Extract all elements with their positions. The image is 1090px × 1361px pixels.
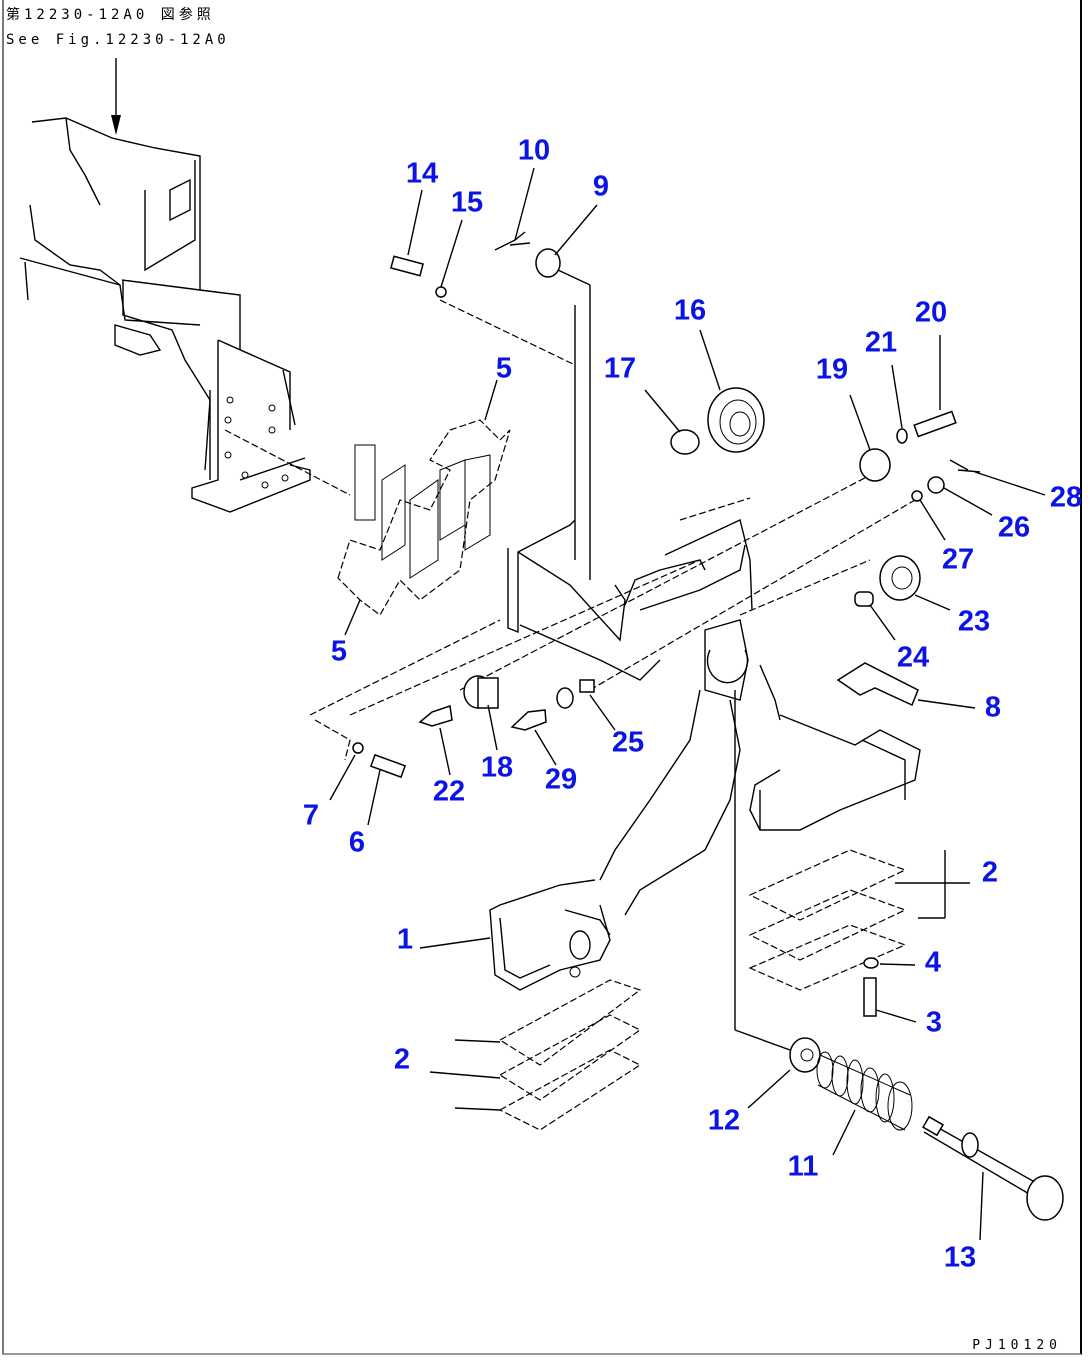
reference-note-jp: 第12230-12A0 図参照 (6, 7, 215, 23)
callout-2: 2 (981, 856, 999, 889)
bolt-14 (390, 189, 424, 277)
main-frame-part (19, 117, 351, 513)
callout-16: 16 (673, 294, 707, 327)
callout-22: 22 (432, 775, 466, 808)
pin-28 (949, 459, 1046, 496)
washer-27 (911, 490, 946, 541)
callout-13: 13 (943, 1241, 977, 1274)
shims-2-lower (419, 937, 642, 1131)
figure-code: PJ10120 (972, 1338, 1062, 1353)
bushing-9 (535, 204, 598, 278)
callout-24: 24 (896, 641, 930, 674)
callout-19: 19 (815, 353, 849, 386)
callout-3: 3 (925, 1006, 943, 1039)
callout-25: 25 (611, 726, 645, 759)
callout-28: 28 (1049, 481, 1083, 514)
fitting-22 (418, 705, 453, 776)
bushing-18 (463, 675, 499, 751)
callout-1: 1 (396, 923, 414, 956)
callout-11: 11 (787, 1150, 819, 1183)
callout-8: 8 (984, 691, 1002, 724)
reference-arrow (111, 58, 121, 135)
pin-10 (494, 167, 535, 251)
callout-21: 21 (864, 326, 898, 359)
fitting-29 (510, 709, 557, 766)
washer-4 (863, 957, 916, 969)
callout-10: 10 (517, 134, 551, 167)
washer-7 (329, 742, 364, 801)
callout-17: 17 (603, 352, 637, 385)
bolt-6 (367, 753, 407, 826)
nut-26 (927, 476, 993, 516)
washer-21 (891, 364, 908, 444)
shims-2-upper (748, 849, 970, 991)
bolt-20 (913, 335, 957, 438)
callout-27: 27 (941, 543, 975, 576)
seal-16 (699, 329, 765, 453)
callout-12: 12 (707, 1104, 741, 1137)
rod-13 (922, 1115, 1064, 1241)
plate-8 (836, 662, 976, 709)
spring-11 (816, 1051, 913, 1156)
callout-5: 5 (495, 352, 513, 385)
callout-15: 15 (450, 186, 484, 219)
callout-7: 7 (302, 799, 320, 832)
bolt-3 (863, 977, 917, 1023)
callout-4: 4 (924, 946, 942, 979)
callout-18: 18 (480, 751, 514, 784)
callout-14: 14 (405, 157, 439, 190)
callout-20: 20 (914, 296, 948, 329)
callout-2: 2 (393, 1043, 411, 1076)
shim-set-5 (337, 379, 511, 636)
callout-5: 5 (330, 635, 348, 668)
fitting-25 (556, 679, 616, 731)
reference-note-en: See Fig.12230-12A0 (6, 32, 230, 48)
lever-bracket-1 (309, 269, 921, 1051)
pin-24 (854, 591, 896, 641)
roller-23 (879, 555, 951, 611)
bushing-19 (849, 394, 891, 482)
nut-17 (644, 389, 700, 455)
callout-29: 29 (544, 763, 578, 796)
callout-9: 9 (592, 170, 610, 203)
washer-15 (435, 219, 463, 298)
callout-6: 6 (348, 826, 366, 859)
callout-23: 23 (957, 605, 991, 638)
callout-26: 26 (997, 511, 1031, 544)
